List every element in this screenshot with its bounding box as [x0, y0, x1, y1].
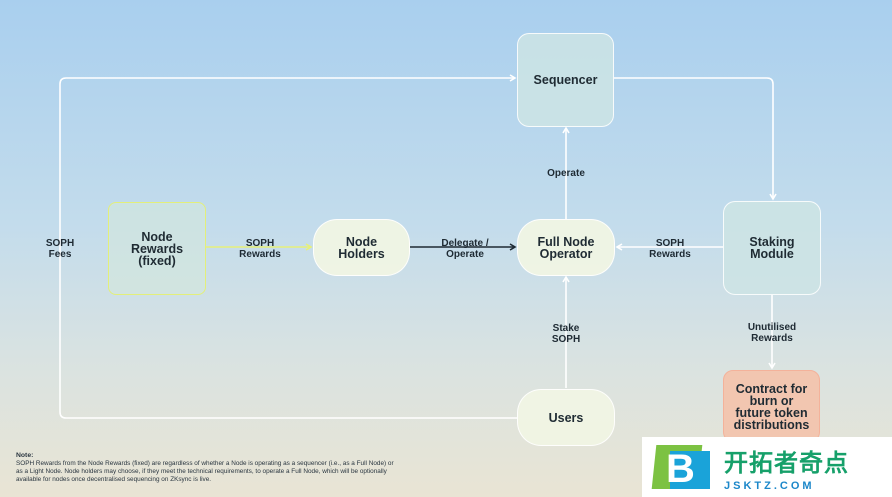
logo-letter: B	[666, 447, 695, 491]
watermark-logo: B 开拓者奇点 JSKTZ.COM	[642, 437, 892, 497]
node-sequencer: Sequencer	[517, 33, 614, 127]
node-node-rewards: Node Rewards (fixed)	[108, 202, 206, 295]
edge-fees-loop	[59, 74, 517, 419]
label-soph-fees: SOPH Fees	[45, 238, 75, 260]
node-node-holders: Node Holders	[313, 219, 410, 276]
node-node-rewards-label: Node Rewards (fixed)	[130, 229, 184, 268]
node-staking-module-label: Staking Module	[749, 235, 795, 261]
node-staking-module: Staking Module	[723, 201, 821, 295]
node-full-node-operator: Full Node Operator	[517, 219, 615, 276]
label-delegate-operate: Delegate / Operate	[441, 238, 489, 260]
logo-mark-icon: B	[650, 441, 712, 493]
label-unutilised-rewards: Unutilised Rewards	[747, 322, 797, 344]
node-contract-label: Contract for burn or future token distri…	[733, 382, 810, 432]
edge-sequencer-staking	[614, 77, 777, 201]
node-full-node-operator-label: Full Node Operator	[537, 234, 595, 261]
node-sequencer-label: Sequencer	[533, 73, 598, 87]
node-users-label: Users	[548, 410, 584, 425]
node-users: Users	[517, 389, 615, 446]
label-stake-soph: Stake SOPH	[551, 323, 581, 345]
node-node-holders-label: Node Holders	[338, 234, 385, 261]
logo-url: JSKTZ.COM	[724, 479, 815, 492]
label-soph-rewards-left: SOPH Rewards	[239, 238, 281, 260]
node-contract: Contract for burn or future token distri…	[723, 370, 820, 442]
footnote-title: Note:	[16, 452, 34, 459]
logo-name: 开拓者奇点	[724, 448, 849, 477]
footnote-text: SOPH Rewards from the Node Rewards (fixe…	[16, 460, 394, 483]
label-soph-rewards-right: SOPH Rewards	[649, 238, 691, 260]
footnote: Note: SOPH Rewards from the Node Rewards…	[16, 452, 396, 484]
label-operate: Operate	[547, 168, 585, 179]
